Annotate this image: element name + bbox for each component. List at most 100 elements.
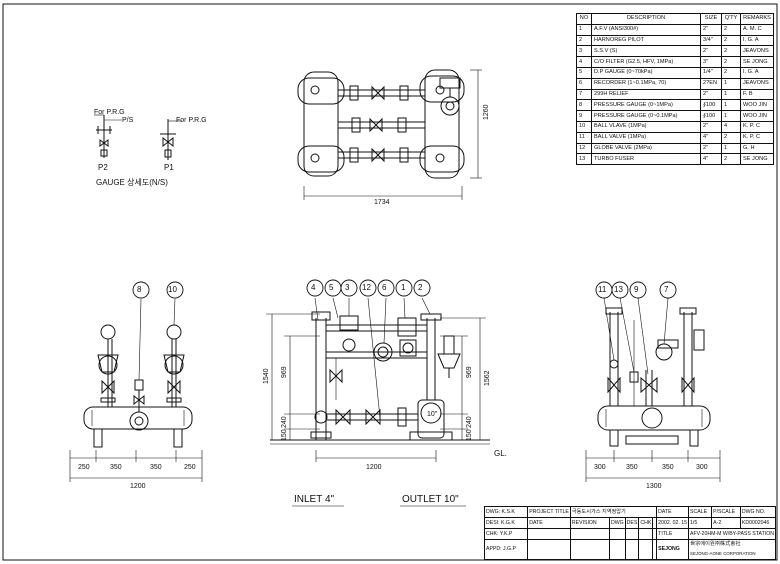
balloon-12 [359,279,377,297]
bom-cell: 11 [576,131,592,144]
bom-cell: 1 [721,142,741,155]
balloons [132,279,677,299]
balloon-1 [395,279,413,297]
company-logo: SEJONG [658,546,680,552]
inlet-label: INLET 4" [294,494,335,505]
balloon-3 [340,279,358,297]
balloon-label: 2 [418,283,423,292]
dim-text: 969 [281,366,288,378]
pipe-size-label: 10" [427,411,438,418]
gauge-label-p1: P1 [164,163,174,172]
bom-cell: 2" [700,23,722,36]
tb-scale: 1/5 [688,517,713,529]
bom-cell: I. G. A [740,34,774,47]
bom-cell: 10 [576,120,592,133]
tb-appd: APPD: J.G.P [483,539,529,560]
bom-cell: 3 [576,45,592,58]
bom-cell: 2?EN [700,77,722,90]
bom-cell: 12 [576,142,592,155]
tb-project-title-label: PROJECT TITLE [527,506,571,518]
dim-text: 240 [466,416,473,428]
bom-cell: 2" [700,88,722,101]
bom-cell: 2" [700,45,722,58]
bom-cell: ∮100 [700,99,722,112]
gauge-detail-title: GAUGE 상세도(N/S) [96,178,168,187]
bom-header-row: NO DESCRIPTION SIZE Q'TY REMARKS [576,13,774,25]
balloon-label: 13 [614,285,623,294]
dim-text: 969 [466,366,473,378]
tb-title: AFV-20HM-M W/BY-PASS STATION [688,528,776,540]
sheet-border [2,3,778,561]
bom-cell: 2 [721,131,741,144]
tb-dwg-col: DWG [608,517,626,529]
bom-cell: S.S.V (S) [591,45,701,58]
bom-cell: 2" [700,142,722,155]
dim-text: 350 [626,464,638,471]
dim-text: 150 [466,429,473,441]
bom-cell: 1 [721,110,741,122]
bom-cell: BALL VLAVE (1MPa) [591,120,701,133]
left-side-view [69,298,203,482]
balloon-label: 6 [382,283,387,292]
bom-cell: 3/4" [700,34,722,47]
dim-text: 1300 [646,483,662,490]
bom-cell: 9 [576,110,592,122]
balloon-label: 8 [137,285,142,294]
dim-text: 350 [150,464,162,471]
balloon-4 [306,279,324,297]
tb-logo: SEJONG [656,539,690,560]
tb-company: 世宗에이원㈜株式會社 SEJONG-AONE CORPORATION [688,539,776,560]
bom-cell: 1 [576,23,592,36]
tb-dwgno: KD0002046 [739,517,777,529]
bom-cell: 2 [721,153,741,166]
tb-scale-label: SCALE [688,506,713,518]
tb-chk-col: CHK [638,517,654,529]
bom-cell: 1 [721,77,741,90]
gauge-label-ps: P/S [122,117,134,124]
gauge-label-p2: P2 [98,163,108,172]
bom-cell: JEAVONS [740,45,774,58]
balloon-label: 10 [168,285,177,294]
bom-cell: 2 [721,56,741,68]
bom-header: NO [576,13,592,25]
bom-cell: 1 [721,99,741,112]
bom-cell: 4" [700,153,722,166]
bom-cell: I. G. A [740,66,774,79]
dim-text: 1562 [484,370,491,386]
bom-cell: 13 [576,153,592,166]
company-name-en: SEJONG-AONE CORPORATION [690,551,756,556]
dim-text: 1200 [130,483,146,490]
balloon-label: 11 [598,285,607,294]
bom-cell: 2 [721,66,741,79]
balloon-10 [166,281,184,299]
bom-cell: 2 [721,45,741,58]
dim-text: 250 [78,464,90,471]
bom-cell: TURBO FUSER [591,153,701,166]
bom-cell: 3" [700,56,722,68]
bom-cell: 7 [576,88,592,101]
outlet-label: OUTLET 10" [402,494,459,505]
bom-cell: PRESSURE GAUGE (0~1MPa) [591,99,701,112]
dim-text: 150 [281,429,288,441]
balloon-label: 9 [634,285,639,294]
balloon-label: 1 [401,283,406,292]
bom-cell: 5 [576,66,592,79]
bom-cell: PRESSURE GAUGE (0~0.1MPa) [591,110,701,122]
balloon-label: 3 [345,283,350,292]
dim-text: 350 [110,464,122,471]
balloon-label: 7 [664,285,669,294]
bom-cell: 1/4" [700,66,722,79]
bom-cell: 4" [700,131,722,144]
gauge-detail-p2 [94,114,122,158]
bom-cell: SE JONG [740,56,774,68]
plan-view [297,69,482,200]
